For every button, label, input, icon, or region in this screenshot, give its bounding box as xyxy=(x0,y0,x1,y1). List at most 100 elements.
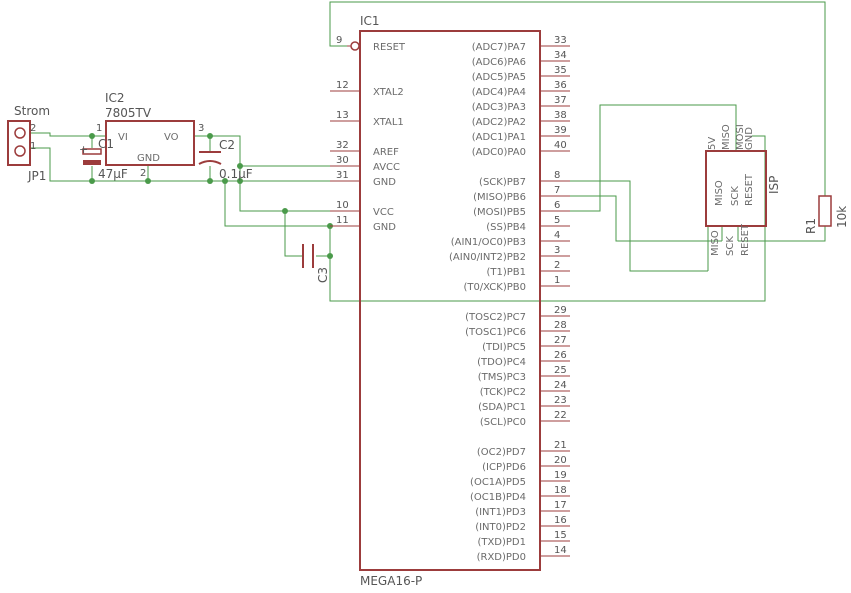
ic1-pin-name: AVCC xyxy=(373,162,400,173)
ic1-pin-name: (OC1B)PD4 xyxy=(470,492,526,503)
ic1-pin-number: 6 xyxy=(554,200,560,211)
isp-ref: ISP xyxy=(767,176,781,194)
ic1-pin-number: 17 xyxy=(554,500,567,511)
ic1-pin-number: 13 xyxy=(336,110,349,121)
r1-resistor: R1 10k xyxy=(804,195,849,234)
ic1-pin-number: 24 xyxy=(554,380,567,391)
ic1-pin-name: (TMS)PC3 xyxy=(478,372,526,383)
ic1-pin-name: (SDA)PC1 xyxy=(478,402,526,413)
isp-bottom-label: RESET xyxy=(740,223,751,256)
ic2-value: 7805TV xyxy=(105,106,152,120)
ic1-pin-name: (SCK)PB7 xyxy=(479,177,526,188)
c2-value: 0.1µF xyxy=(219,167,253,181)
ic1-pin-number: 8 xyxy=(554,170,560,181)
c1-value: 47µF xyxy=(98,167,128,181)
ic1-pin-number: 20 xyxy=(554,455,567,466)
ic1-pin-name: (ICP)PD6 xyxy=(482,462,526,473)
ic1-pin-number: 23 xyxy=(554,395,567,406)
ic1-pin-name: (T0/XCK)PB0 xyxy=(463,282,526,293)
isp-top-label: 5V xyxy=(707,137,718,150)
c2-capacitor: C2 0.1µF xyxy=(198,138,253,181)
ic1-pin-name: (ADC4)PA4 xyxy=(472,87,526,98)
c2-plate-bottom xyxy=(198,160,222,165)
r1-body xyxy=(818,195,832,227)
c1-capacitor: + C1 47µF xyxy=(79,137,128,181)
isp-body xyxy=(705,150,767,227)
ic1-pin-number: 5 xyxy=(554,215,560,226)
ic1-pin-name: GND xyxy=(373,177,396,188)
ic1-left-pins: 9RESET12XTAL213XTAL132AREF30AVCC31GND10V… xyxy=(330,35,406,233)
ic1-pin-number: 27 xyxy=(554,335,567,346)
ic1-pin-name: (TCK)PC2 xyxy=(480,387,526,398)
ic1-pin-number: 31 xyxy=(336,170,349,181)
c3-ref: C3 xyxy=(316,267,330,283)
ic1-pin-number: 16 xyxy=(554,515,567,526)
ic1-pin-number: 4 xyxy=(554,230,560,241)
r1-ref: R1 xyxy=(804,218,818,234)
ic1-pin-name: (TOSC1)PC6 xyxy=(465,327,526,338)
ic1-right-pins: 33(ADC7)PA734(ADC6)PA635(ADC5)PA536(ADC4… xyxy=(449,35,570,563)
isp-bottom-label: MISO xyxy=(710,230,721,256)
junction xyxy=(145,178,151,184)
ic1-body xyxy=(359,30,541,571)
ic1-pin-number: 21 xyxy=(554,440,567,451)
ic1-pin-number: 15 xyxy=(554,530,567,541)
ic1-pin-number: 29 xyxy=(554,305,567,316)
jp1-pin-2-pad xyxy=(14,127,26,139)
ic2-body xyxy=(105,120,195,166)
ic1-pin-name: (OC2)PD7 xyxy=(477,447,526,458)
isp-top-label: MOSI xyxy=(735,124,746,150)
ic1-pin-name: XTAL1 xyxy=(373,117,404,128)
wire-miso xyxy=(540,195,722,242)
ic1-pin-name: (SS)PB4 xyxy=(486,222,526,233)
c2-ref: C2 xyxy=(219,138,235,152)
ic1-pin-number: 33 xyxy=(554,35,567,46)
reset-inversion-circle xyxy=(350,41,360,51)
junction xyxy=(222,178,228,184)
isp-inner-label: MISO xyxy=(714,180,725,206)
ic1-pin-name: (MOSI)PB5 xyxy=(473,207,526,218)
jp1-pin-1-pad xyxy=(14,145,26,157)
ic1-pin-number: 30 xyxy=(336,155,349,166)
ic1-pin-number: 9 xyxy=(336,35,342,46)
r1-value: 10k xyxy=(835,206,849,228)
ic1-pin-name: (ADC2)PA2 xyxy=(472,117,526,128)
ic1-pin-number: 25 xyxy=(554,365,567,376)
c3-capacitor: C3 xyxy=(302,244,330,283)
c1-plus-sign: + xyxy=(79,143,88,156)
junction xyxy=(327,253,333,259)
ic1-pin-number: 34 xyxy=(554,50,567,61)
ic1-pin-name: (ADC7)PA7 xyxy=(472,42,526,53)
junctions xyxy=(89,133,333,259)
ic2-pin-num-gnd: 2 xyxy=(140,168,146,179)
wire-gnd11 xyxy=(224,181,347,227)
ic1-pin-number: 10 xyxy=(336,200,349,211)
ic1-value: MEGA16-P xyxy=(360,574,422,588)
ic1-pin-name: (ADC6)PA6 xyxy=(472,57,526,68)
ic1-pin-number: 35 xyxy=(554,65,567,76)
ic1-pin-name: GND xyxy=(373,222,396,233)
ic1-pin-number: 40 xyxy=(554,140,567,151)
ic2-regulator: IC2 7805TV VI VO GND 1 3 2 xyxy=(96,91,204,179)
ic2-pin-num-out: 3 xyxy=(198,123,204,134)
ic1-pin-number: 1 xyxy=(554,275,560,286)
ic1-pin-name: (T1)PB1 xyxy=(486,267,526,278)
jp1-pin-2-num: 2 xyxy=(30,123,36,134)
ic1-pin-number: 28 xyxy=(554,320,567,331)
isp-inner-label: SCK xyxy=(730,186,741,206)
ic1-pin-name: (ADC3)PA3 xyxy=(472,102,526,113)
ic1-pin-name: (TDI)PC5 xyxy=(482,342,526,353)
wire-mosi xyxy=(540,104,737,212)
c1-plate-bottom xyxy=(83,160,101,165)
c1-ref: C1 xyxy=(98,137,114,151)
ic1-pin-name: (AIN1/OC0)PB3 xyxy=(451,237,526,248)
wires xyxy=(30,1,826,302)
ic1-atmega16: IC1 MEGA16-P 9RESET12XTAL213XTAL132AREF3… xyxy=(330,14,570,588)
ic1-pin-number: 7 xyxy=(554,185,560,196)
ic1-pin-number: 36 xyxy=(554,80,567,91)
junction xyxy=(237,163,243,169)
